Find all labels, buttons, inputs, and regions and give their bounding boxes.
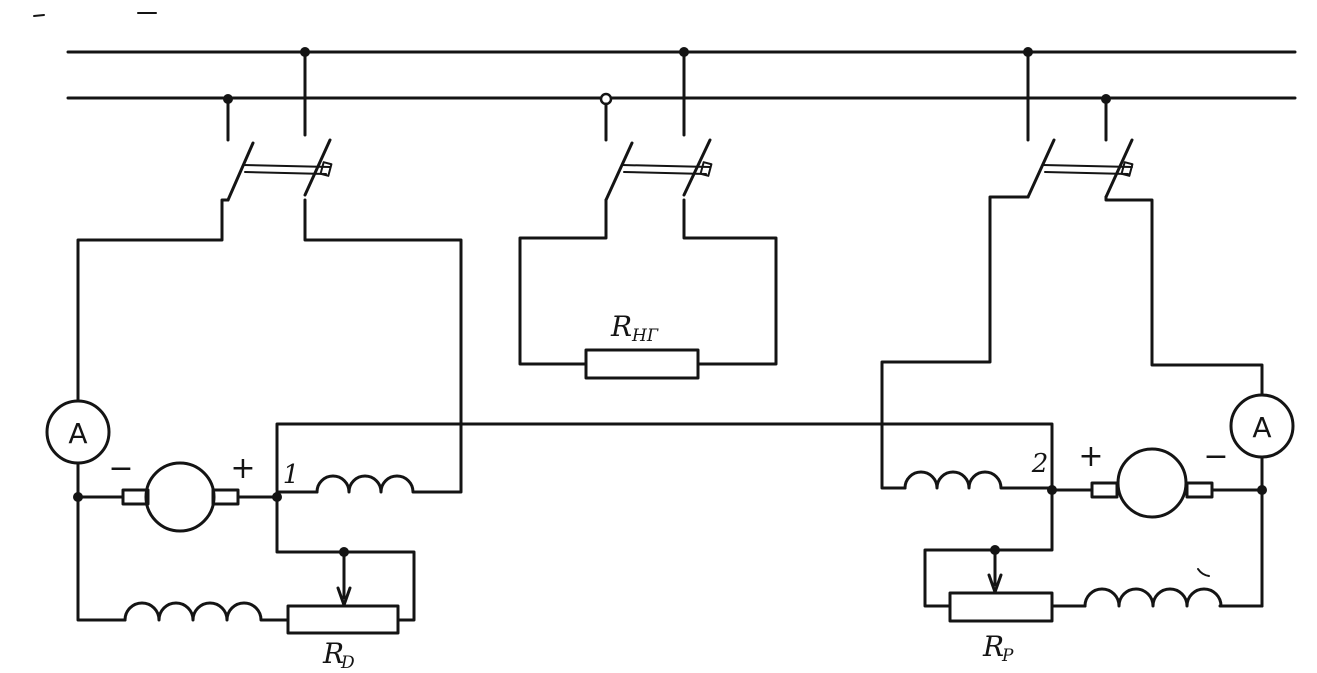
cross-connection-wire	[275, 422, 1054, 492]
left-plus-sign: +	[230, 451, 255, 486]
load-resistor	[584, 348, 700, 380]
left-series-coil	[315, 474, 422, 494]
load-resistor-subscript: НГ	[631, 326, 659, 346]
right-shunt-coil	[1083, 587, 1223, 608]
right-rheostat	[948, 591, 1054, 623]
left-rheostat-subscript: D	[340, 653, 355, 673]
right-generator	[1116, 447, 1188, 519]
right-series-coil	[903, 470, 1054, 490]
left-machine	[45, 399, 422, 635]
left-rheostat-label: R	[322, 637, 344, 670]
left-minus-sign: −	[108, 451, 133, 486]
left-rheostat	[286, 604, 400, 635]
left-switch	[76, 47, 463, 494]
right-rheostat-label: R	[982, 630, 1004, 663]
right-machine	[903, 393, 1295, 623]
left-generator	[144, 461, 216, 533]
ammeter-right-label: A	[1252, 411, 1271, 444]
right-rheostat-subscript: P	[1001, 646, 1014, 666]
ammeter-left-label: A	[68, 417, 87, 450]
right-minus-sign: −	[1203, 439, 1228, 474]
node-1-label: 1	[283, 460, 300, 490]
left-shunt-coil	[123, 601, 290, 622]
load-resistor-label: R	[610, 310, 632, 343]
middle-switch	[518, 47, 778, 380]
node-2-label: 2	[1031, 449, 1049, 479]
scan-mark	[33, 14, 45, 17]
right-switch	[880, 47, 1264, 490]
right-plus-sign: +	[1078, 439, 1103, 474]
